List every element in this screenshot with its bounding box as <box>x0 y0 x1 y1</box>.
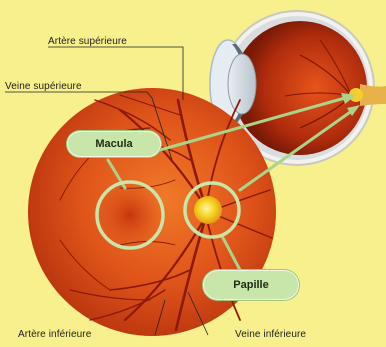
papilla-disc <box>194 196 222 224</box>
label-artere-inferieure: Artère inférieure <box>18 329 91 341</box>
label-artere-superieure: Artère supérieure <box>48 36 127 48</box>
papille-callout: Papille <box>203 270 299 300</box>
label-veine-inferieure: Veine inférieure <box>235 329 306 341</box>
macula-callout: Macula <box>67 131 161 157</box>
label-veine-superieure: Veine supérieure <box>5 81 82 93</box>
